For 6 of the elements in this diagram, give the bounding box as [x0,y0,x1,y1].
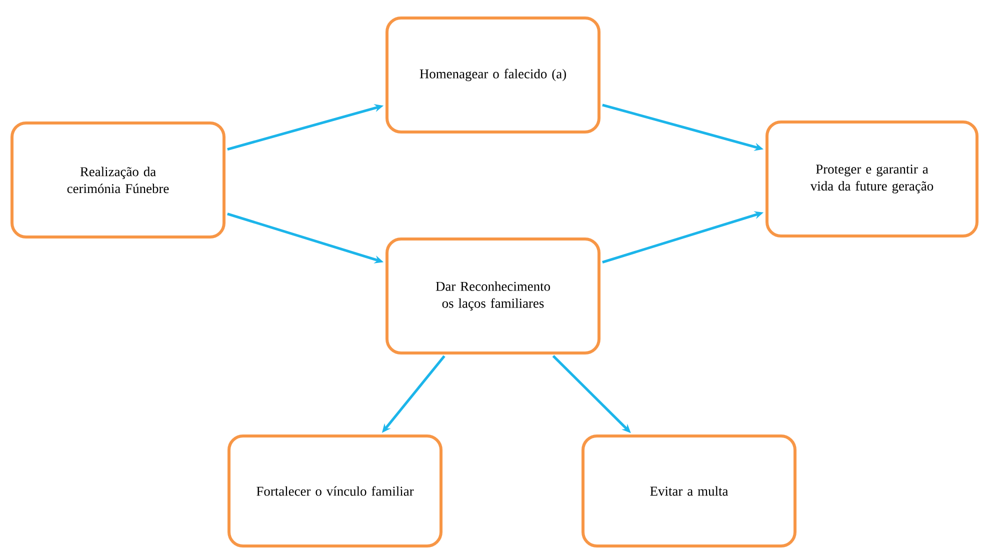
process-box: Realização da cerimónia Fúnebre [10,122,226,238]
process-box: Dar Reconhecimento os laços familiares [386,238,600,354]
process-box: Evitar a multa [582,434,796,548]
process-box: Proteger e garantir a vida da future geração [766,120,978,238]
process-box: Homenagear o falecido (a) [386,16,600,134]
process-box: Fortalecer o vínculo familiar [228,434,442,548]
